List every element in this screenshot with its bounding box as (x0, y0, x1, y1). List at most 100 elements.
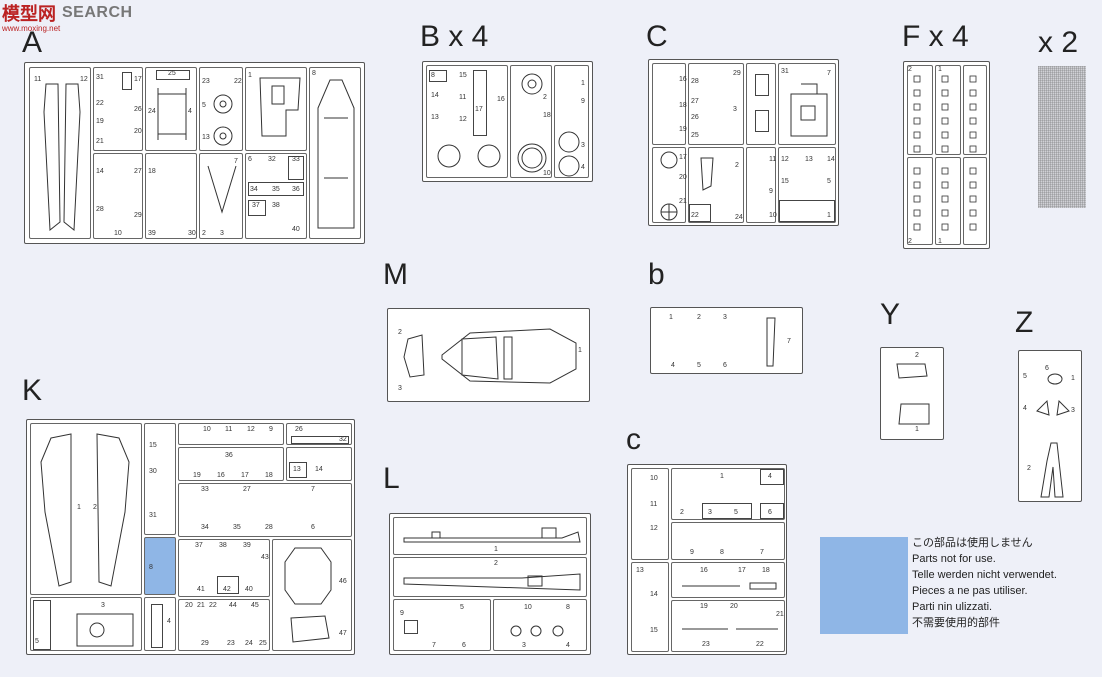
part-number: 37 (195, 542, 203, 549)
part-number: 36 (292, 186, 300, 193)
sprue-c-cell: 31 7 (778, 63, 836, 145)
part-number: 1 (248, 72, 252, 79)
part-number: 31 (781, 68, 789, 75)
part-number: 3 (522, 642, 526, 649)
part-number: 1 (938, 66, 942, 73)
sprue-a-cell-small: 31 17 22 26 19 20 21 (93, 67, 143, 151)
part-shape (437, 144, 501, 168)
part-number: 11 (459, 94, 467, 101)
part-number: 13 (431, 114, 439, 121)
sprue-c-cell-blue: 12 13 14 15 5 1 (778, 147, 836, 223)
part-number: 23 (227, 640, 235, 647)
part-number: 4 (768, 473, 772, 480)
part-shape (790, 83, 828, 137)
part-number: 13 (636, 567, 644, 574)
part-number: 24 (148, 108, 156, 115)
part-shape (766, 317, 776, 367)
part-number: 15 (650, 627, 658, 634)
part-number: 3 (398, 385, 402, 392)
part-number: 7 (827, 70, 831, 77)
sprue-label-z: Z (1015, 306, 1034, 339)
sprue-y-frame: 2 1 (880, 347, 944, 440)
part-number: 12 (459, 116, 467, 123)
part-number: 2 (202, 230, 206, 237)
legend-line-japanese: この部品は使用しません (912, 537, 1033, 549)
sprue-k-cell: 4 (144, 597, 176, 651)
part-number: 16 (700, 567, 708, 574)
part-number: 30 (149, 468, 157, 475)
part-number: 1 (1071, 375, 1075, 382)
part-number: 1 (720, 473, 724, 480)
part-shape (157, 88, 187, 140)
part-number: 5 (827, 178, 831, 185)
part-number: 43 (261, 554, 269, 561)
part-number: 46 (339, 578, 347, 585)
part-number: 17 (679, 154, 687, 161)
sprue-c-cell (746, 63, 776, 145)
part-number: 1 (669, 314, 673, 321)
part-number: 26 (295, 426, 303, 433)
part-number: 2 (915, 352, 919, 359)
part-number: 10 (203, 426, 211, 433)
sprue-l-cell-rail: 1 (393, 517, 587, 555)
part-unused (289, 462, 307, 478)
part-shape (40, 433, 130, 587)
sprue-l-cell: 9 5 7 6 (393, 599, 491, 651)
sprue-a-cell-small: 18 39 30 (145, 153, 197, 239)
legend-line-italian: Parti nin ulizzati. (912, 601, 993, 613)
part-number: 2 (680, 509, 684, 516)
part-number: 6 (248, 156, 252, 163)
sprue-k-cell: 46 47 (272, 539, 352, 651)
part-number: 8 (149, 564, 153, 571)
part-shape (43, 83, 81, 232)
part-unused (291, 436, 349, 444)
part-number: 36 (225, 452, 233, 459)
part-number: 17 (475, 106, 483, 113)
part-number: 15 (459, 72, 467, 79)
sprue-label-c: C (646, 20, 668, 53)
part-number: 21 (197, 602, 205, 609)
part-number: 6 (311, 524, 315, 531)
part-number: 25 (259, 640, 267, 647)
part-number: 9 (400, 610, 404, 617)
part-number: 31 (149, 512, 157, 519)
part-number: 16 (497, 96, 505, 103)
part-number: 1 (938, 238, 942, 245)
part-number: 7 (760, 549, 764, 556)
part-number: 5 (734, 509, 738, 516)
part-shape (403, 328, 577, 384)
part-number: 4 (566, 642, 570, 649)
part-number: 32 (339, 436, 347, 443)
part-number: 5 (1023, 373, 1027, 380)
part-number: 25 (168, 70, 176, 77)
part-number: 1 (77, 504, 81, 511)
part-number: 9 (769, 188, 773, 195)
part-number: 8 (431, 72, 435, 79)
site-logo[interactable]: 模型网 SEARCH www.moxing.net (0, 0, 133, 33)
part-number: 37 (252, 202, 260, 209)
sprue-b-cell: 1 9 3 4 (554, 65, 589, 178)
part-number: 2 (735, 162, 739, 169)
part-number: 13 (293, 466, 301, 473)
part-number: 14 (315, 466, 323, 473)
part-number: 22 (756, 641, 764, 648)
sprue-a-cell-chassis: 8 (309, 67, 361, 239)
legend-line-french: Pieces a ne pas utiliser. (912, 585, 1028, 597)
part-number: 12 (781, 156, 789, 163)
part-number: 28 (96, 206, 104, 213)
part-number: 25 (691, 132, 699, 139)
part-unused (760, 503, 784, 519)
part-shape (259, 77, 301, 137)
part-number: 4 (581, 164, 585, 171)
sprue-k-cell: 15 30 31 (144, 423, 176, 535)
sprue-label-mesh: x 2 (1038, 26, 1079, 59)
part-number: 2 (908, 238, 912, 245)
part-number: 8 (566, 604, 570, 611)
part-number: 3 (220, 230, 224, 237)
part-number: 7 (787, 338, 791, 345)
part-number: 26 (134, 106, 142, 113)
part-number: 13 (805, 156, 813, 163)
sprue-l-cell-rail: 2 (393, 557, 587, 597)
part-number: 33 (201, 486, 209, 493)
part-number: 15 (781, 178, 789, 185)
